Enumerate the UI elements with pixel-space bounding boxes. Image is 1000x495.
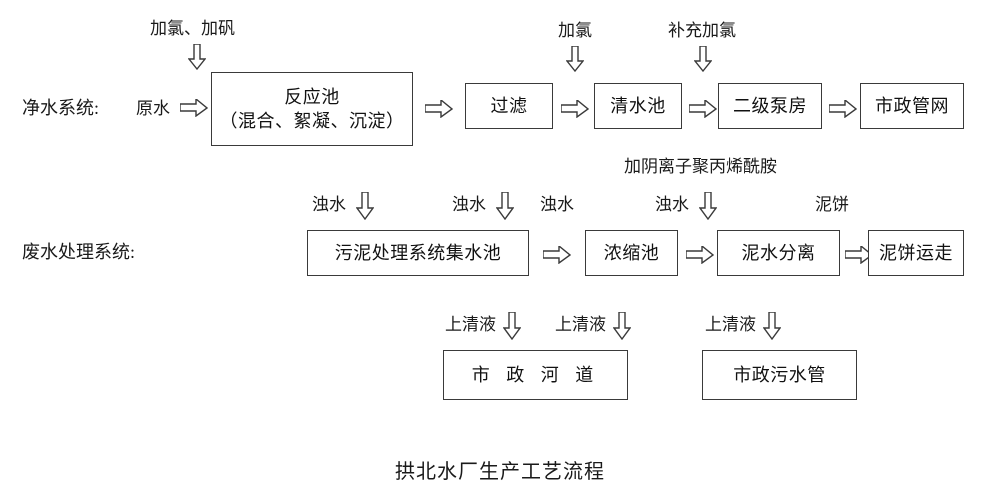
process-box-line1: 清水池 (610, 95, 666, 116)
dosing-label-chlorine-alum: 加氯、加矾 (150, 19, 235, 38)
right-arrow-icon (425, 100, 453, 118)
inflow-label-turbid-water-4: 浊水 (655, 195, 689, 214)
row-label-waste-water-system: 废水处理系统: (22, 242, 136, 262)
down-arrow-icon (699, 192, 717, 220)
process-box-line2: （混合、絮凝、沉淀） (219, 111, 405, 131)
supernatant-label-2: 上清液 (555, 315, 606, 334)
right-arrow-icon (689, 100, 717, 118)
right-arrow-icon (180, 99, 208, 117)
process-box-line1: 反应池 (284, 86, 340, 107)
process-box-municipal-sewer[interactable]: 市政污水管 (702, 350, 857, 400)
inflow-label-turbid-water-1: 浊水 (312, 195, 346, 214)
process-box-line1: 浓缩池 (603, 242, 660, 263)
process-box-line1: 过滤 (490, 95, 528, 116)
process-box-line1: 市 政 河 道 (471, 364, 600, 385)
process-box-reaction-tank[interactable]: 反应池 （混合、絮凝、沉淀） (211, 72, 413, 146)
process-box-sludge-collection-tank[interactable]: 污泥处理系统集水池 (307, 230, 529, 276)
down-arrow-icon (566, 46, 584, 72)
right-arrow-icon (845, 246, 873, 264)
process-box-line1: 二级泵房 (733, 95, 807, 116)
note-anionic-polyacrylamide: 加阴离子聚丙烯酰胺 (624, 157, 777, 176)
process-box-secondary-pump-house[interactable]: 二级泵房 (718, 83, 822, 129)
right-arrow-icon (543, 246, 571, 264)
process-box-mud-cake-transport[interactable]: 泥饼运走 (868, 230, 964, 276)
process-box-line1: 泥饼运走 (879, 242, 953, 263)
down-arrow-icon (613, 312, 631, 340)
down-arrow-icon (496, 192, 514, 220)
process-box-clear-water-tank[interactable]: 清水池 (594, 83, 682, 129)
process-box-thickening-tank[interactable]: 浓缩池 (585, 230, 678, 276)
source-label-raw-water: 原水 (136, 99, 170, 118)
figure-title: 拱北水厂生产工艺流程 (395, 461, 605, 483)
row-label-clean-water-system: 净水系统: (22, 98, 100, 118)
down-arrow-icon (356, 192, 374, 220)
down-arrow-icon (188, 44, 206, 70)
down-arrow-icon (763, 312, 781, 340)
dosing-label-chlorine-1: 加氯 (558, 21, 592, 40)
supernatant-label-3: 上清液 (705, 315, 756, 334)
process-box-line1: 市政污水管 (733, 364, 826, 385)
dosing-label-supplemental-chlorine: 补充加氯 (668, 21, 736, 40)
process-box-municipal-river[interactable]: 市 政 河 道 (443, 350, 628, 400)
right-arrow-icon (686, 246, 714, 264)
supernatant-label-1: 上清液 (445, 315, 496, 334)
inflow-label-turbid-water-2: 浊水 (452, 195, 486, 214)
inflow-label-mud-cake: 泥饼 (815, 195, 849, 214)
process-box-municipal-pipe-network[interactable]: 市政管网 (860, 83, 964, 129)
down-arrow-icon (503, 312, 521, 340)
right-arrow-icon (829, 100, 857, 118)
down-arrow-icon (694, 46, 712, 72)
right-arrow-icon (561, 100, 589, 118)
process-box-line1: 泥水分离 (741, 242, 816, 263)
process-box-mud-water-separation[interactable]: 泥水分离 (717, 230, 840, 276)
process-box-line1: 污泥处理系统集水池 (334, 242, 502, 263)
process-box-filtration[interactable]: 过滤 (465, 83, 553, 129)
process-box-line1: 市政管网 (875, 95, 949, 116)
inflow-label-turbid-water-3: 浊水 (540, 195, 574, 214)
